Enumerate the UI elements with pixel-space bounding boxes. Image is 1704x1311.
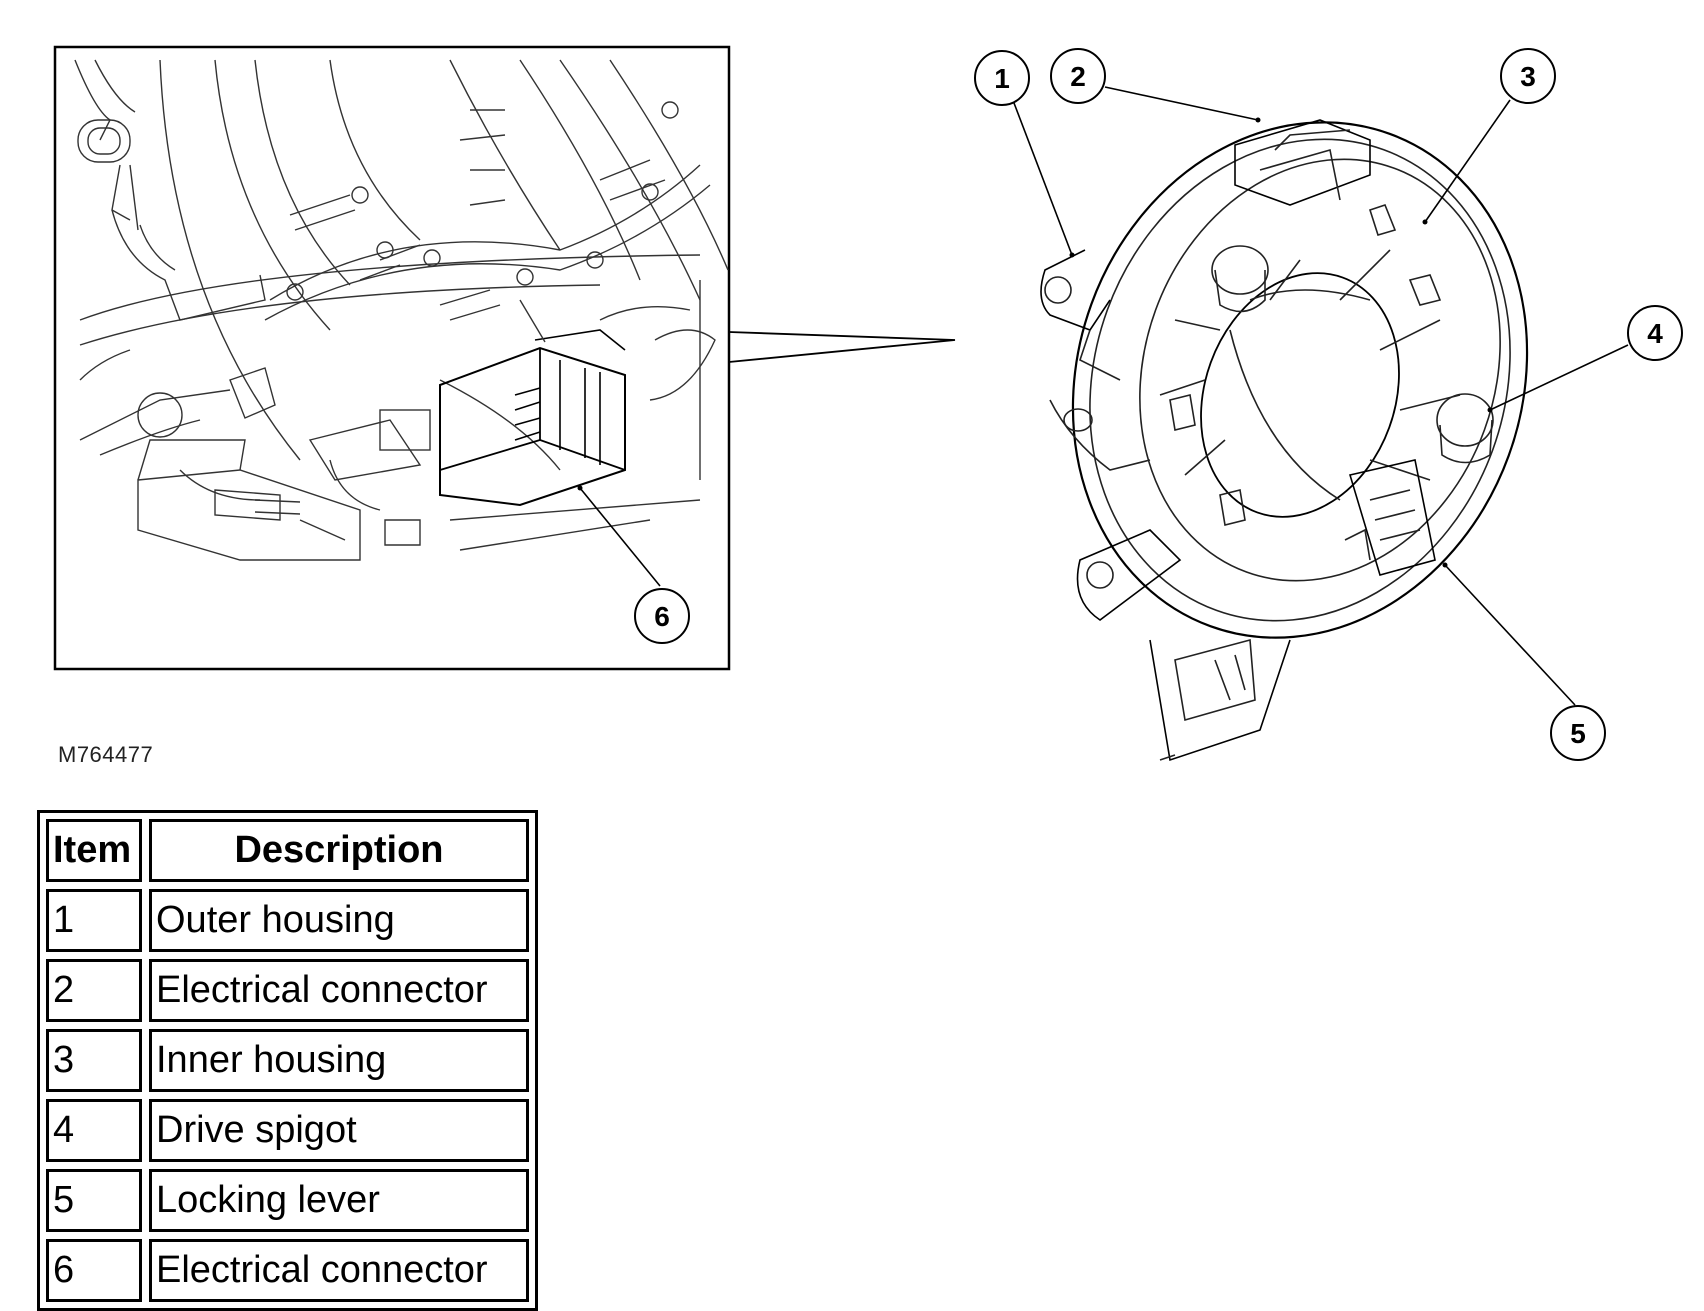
svg-text:3: 3 [1520, 61, 1536, 92]
callout-5: 5 [1550, 705, 1606, 761]
inset-linework [74, 59, 729, 561]
callout-3: 3 [1500, 48, 1556, 104]
legend-header-row: Item Description [46, 819, 529, 882]
callout-1: 1 [974, 50, 1030, 106]
legend-item-number: 5 [46, 1169, 142, 1232]
legend-item-description: Outer housing [149, 889, 529, 952]
detail-inset [53, 45, 731, 671]
leader-line-2 [1104, 86, 1259, 121]
clockspring-diagram: 1 2 3 4 5 6 [53, 45, 1683, 762]
legend-item-number: 4 [46, 1099, 142, 1162]
inset-frame [53, 45, 731, 671]
table-row: 4 Drive spigot [46, 1099, 529, 1162]
legend-table: Item Description 1 Outer housing 2 Elect… [39, 812, 536, 1309]
table-row: 5 Locking lever [46, 1169, 529, 1232]
leader-line-4 [1489, 344, 1629, 411]
legend-item-description: Inner housing [149, 1029, 529, 1092]
callout-leaders [1013, 86, 1629, 706]
inset-connector-lines [728, 331, 956, 363]
leader-line-3 [1424, 99, 1511, 223]
legend-item-number: 3 [46, 1029, 142, 1092]
clockspring-main-view [1040, 119, 1529, 762]
leader-line-1 [1013, 102, 1073, 256]
leader-line-6 [579, 487, 661, 587]
table-row: 3 Inner housing [46, 1029, 529, 1092]
table-row: 6 Electrical connector [46, 1239, 529, 1302]
leader-line-5 [1444, 564, 1576, 706]
legend-item-number: 2 [46, 959, 142, 1022]
table-row: 2 Electrical connector [46, 959, 529, 1022]
legend-item-number: 6 [46, 1239, 142, 1302]
svg-text:4: 4 [1647, 318, 1663, 349]
figure-reference-id: M764477 [58, 742, 154, 767]
callout-6: 6 [634, 588, 690, 644]
table-row: 1 Outer housing [46, 889, 529, 952]
legend-table-frame: Item Description 1 Outer housing 2 Elect… [37, 810, 538, 1311]
legend-item-description: Drive spigot [149, 1099, 529, 1162]
svg-text:2: 2 [1070, 61, 1086, 92]
svg-text:1: 1 [994, 63, 1010, 94]
legend-item-description: Locking lever [149, 1169, 529, 1232]
legend-item-number: 1 [46, 889, 142, 952]
callout-2: 2 [1050, 48, 1106, 104]
legend-item-description: Electrical connector [149, 1239, 529, 1302]
svg-text:6: 6 [654, 601, 670, 632]
callout-4: 4 [1627, 305, 1683, 361]
svg-text:5: 5 [1570, 718, 1586, 749]
legend-header-description: Description [149, 819, 529, 882]
legend-header-item: Item [46, 819, 142, 882]
legend-item-description: Electrical connector [149, 959, 529, 1022]
